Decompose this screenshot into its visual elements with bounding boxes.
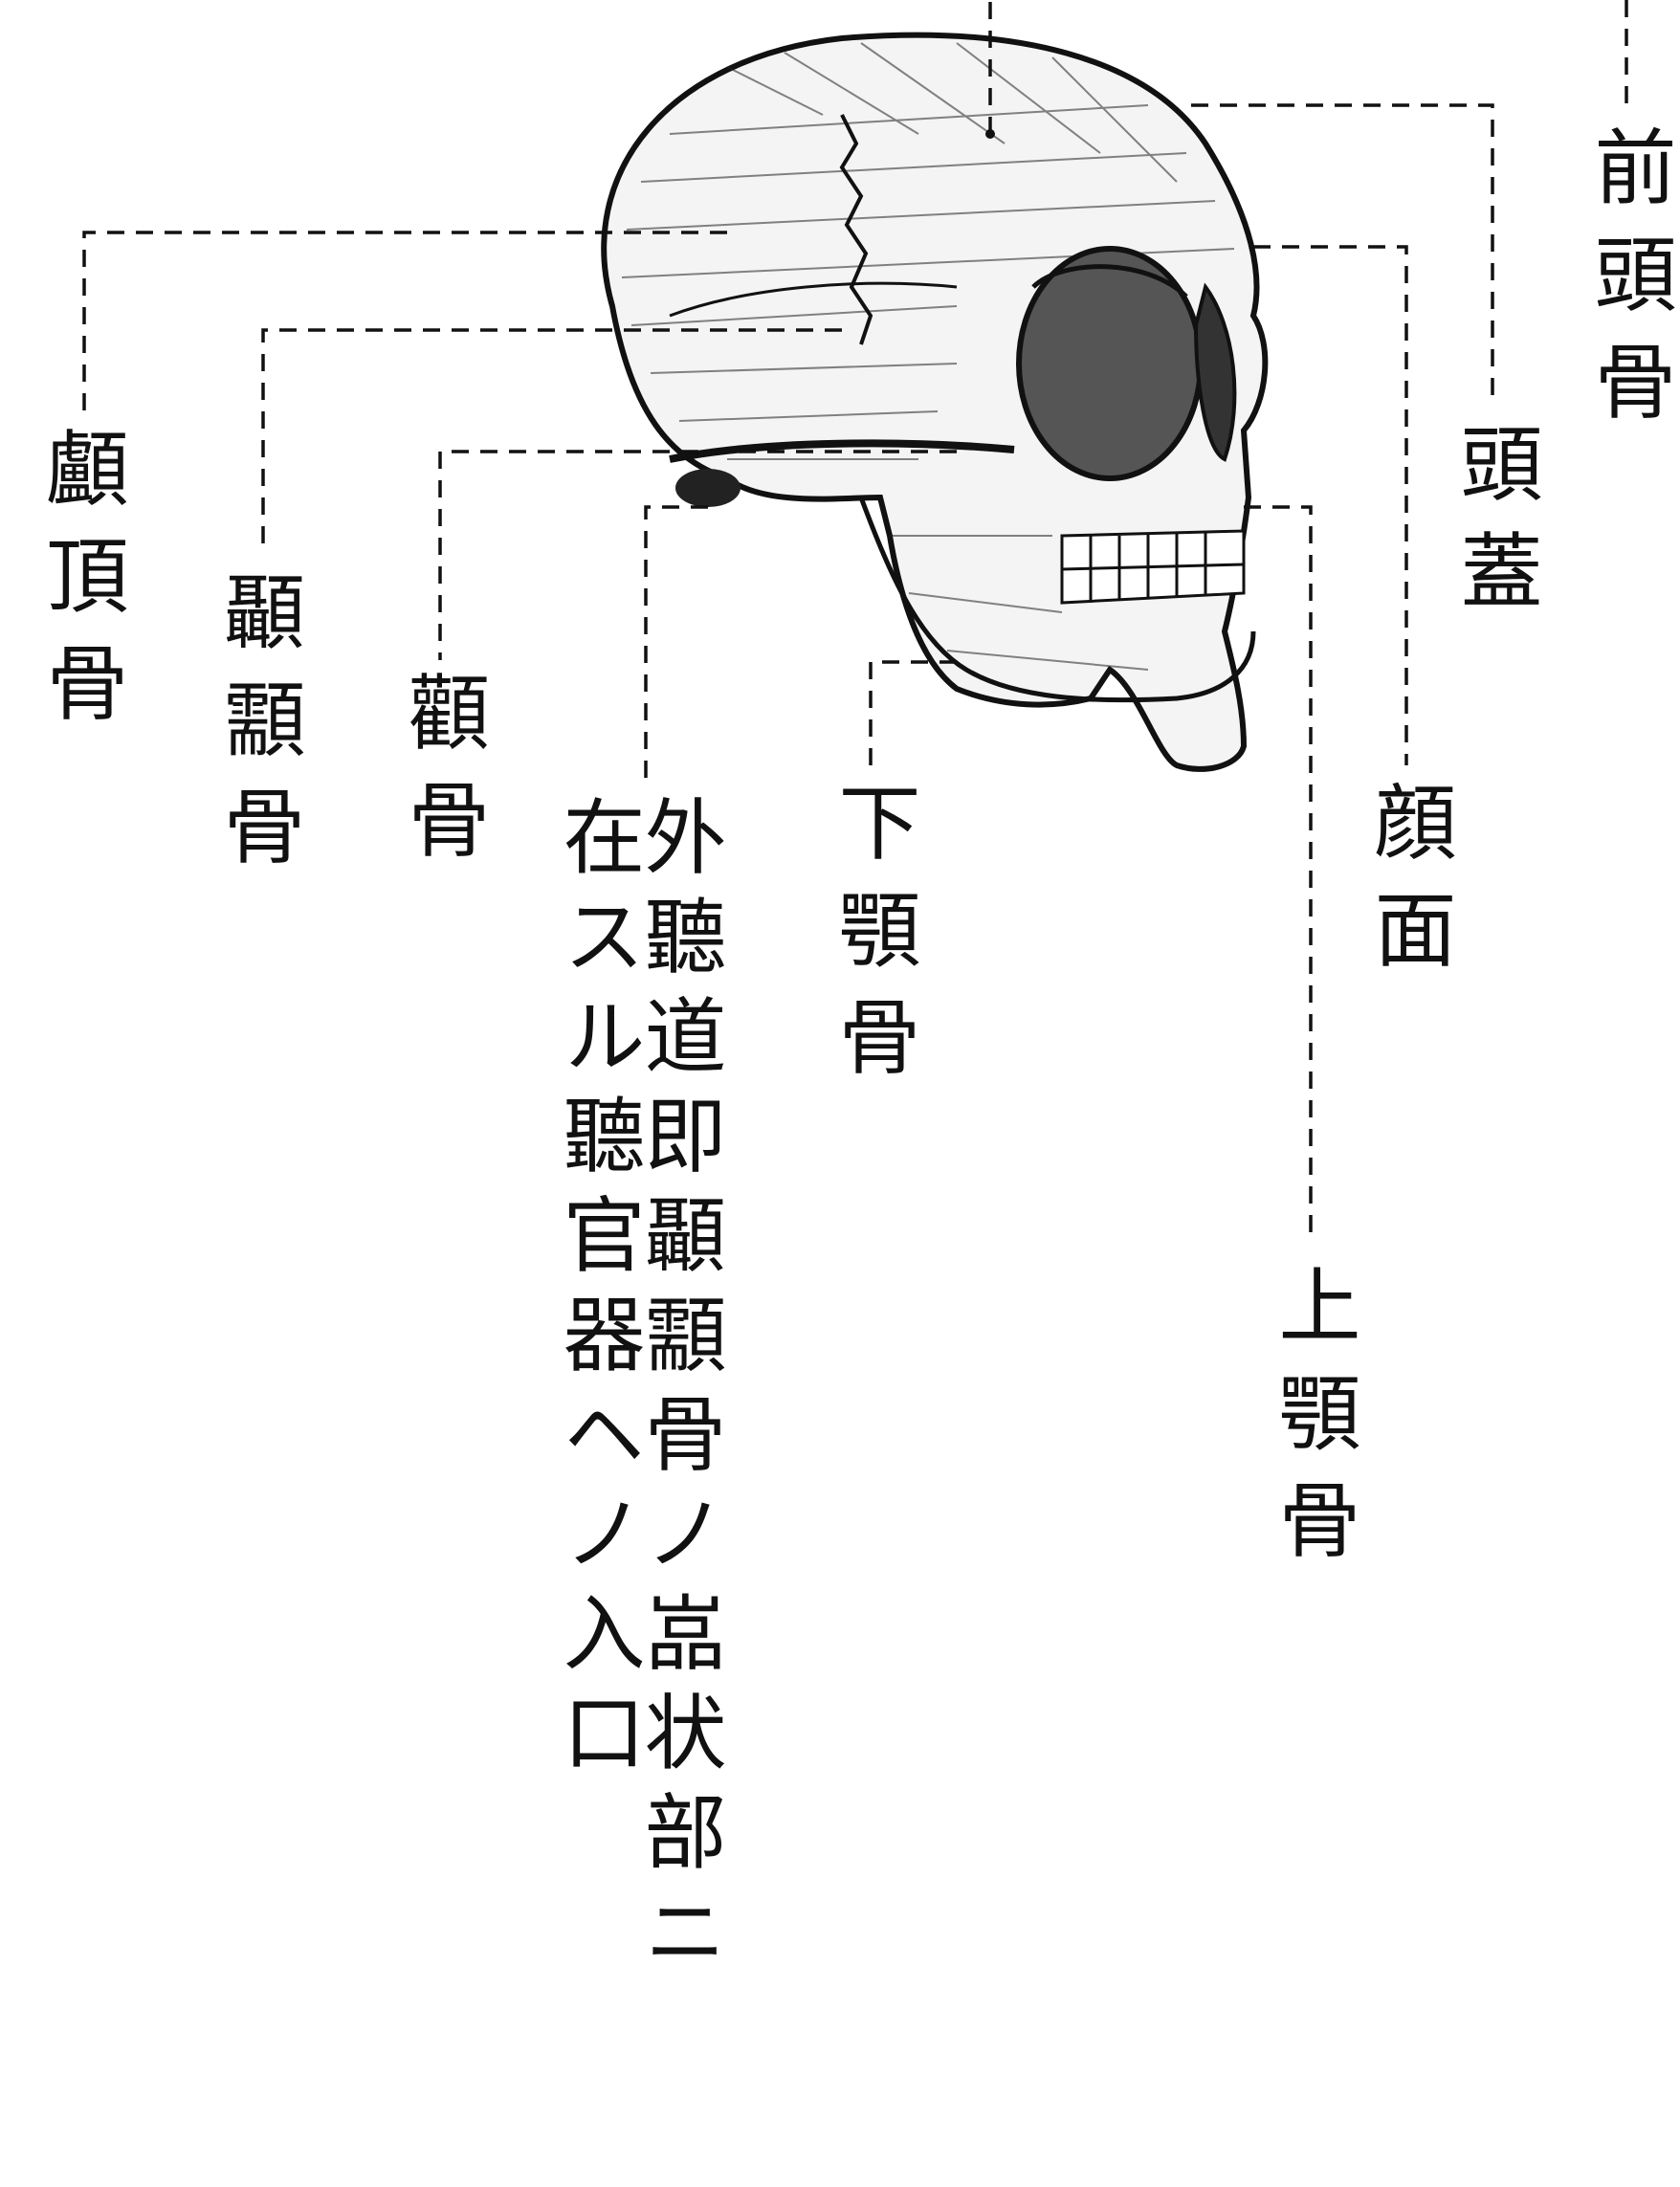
label-face: 顔面 (1359, 780, 1455, 994)
label-parietal-bone: 顱頂骨 (32, 426, 127, 747)
leader-zygomatic (438, 450, 957, 660)
leader-frontal (988, 0, 1628, 134)
label-ear-canal-col2: 在スル聽官器ヘノ入口 (548, 794, 644, 1789)
label-mandible: 下顎骨 (824, 780, 919, 1101)
leader-maxilla (1244, 505, 1313, 1244)
label-cranium: 頭蓋 (1446, 421, 1541, 635)
leader-lines (82, 0, 1628, 1244)
leader-cranium (1191, 103, 1494, 402)
leader-temporal (261, 328, 842, 555)
label-temporal-bone: 顳顬骨 (209, 569, 304, 891)
leader-parietal (82, 231, 727, 411)
leader-ear-canal (644, 505, 708, 784)
label-frontal-bone: 前頭骨 (1580, 124, 1675, 446)
leader-mandible (869, 660, 957, 765)
leader-face (1253, 245, 1408, 765)
label-zygomatic-bone: 顴骨 (393, 670, 489, 884)
skull-illustration (601, 32, 1269, 772)
label-maxilla: 上顎骨 (1264, 1263, 1359, 1584)
label-ear-canal-col1: 外聽道即顳顬骨ノ嵓状部ニ (630, 794, 725, 1988)
